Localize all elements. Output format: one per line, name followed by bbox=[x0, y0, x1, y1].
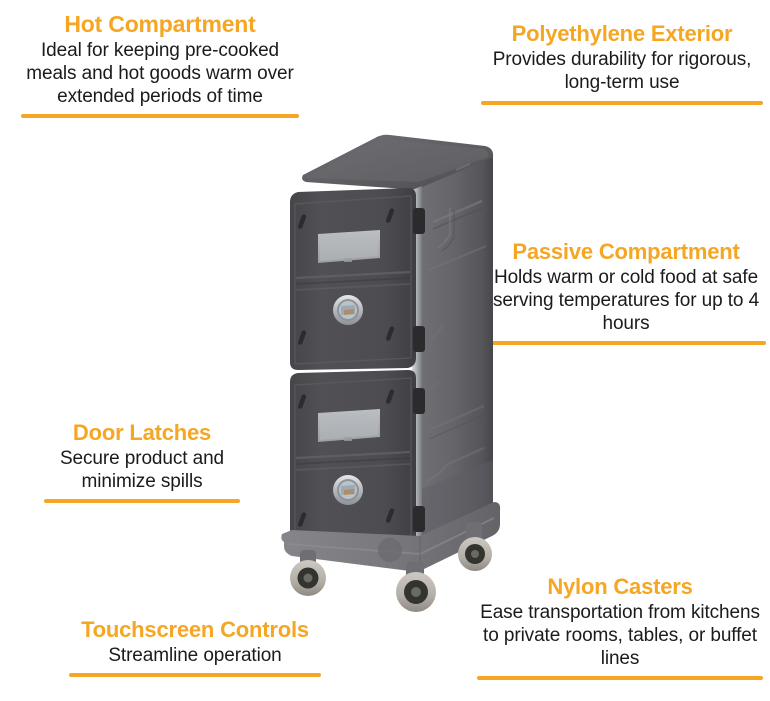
callout-title: Polyethylene Exterior bbox=[511, 21, 733, 46]
caster-rear-left bbox=[378, 538, 402, 562]
lower-compartment-door[interactable] bbox=[290, 370, 425, 550]
callout-body: Provides durability for rigorous, long-t… bbox=[492, 48, 752, 93]
callout-underline bbox=[69, 672, 321, 677]
caster-front-right bbox=[396, 562, 436, 612]
lower-door-latch[interactable] bbox=[333, 475, 363, 505]
callout-underline bbox=[477, 676, 763, 681]
callout-underline bbox=[21, 114, 299, 119]
callout-underline bbox=[486, 341, 766, 346]
callout-title: Passive Compartment bbox=[512, 239, 740, 264]
door-vent-slots bbox=[298, 208, 395, 345]
product-image-food-transport-cart bbox=[270, 130, 520, 620]
cart-top-lid bbox=[302, 134, 494, 190]
callout-body: Holds warm or cold food at safe serving … bbox=[492, 266, 760, 334]
hinge-block bbox=[413, 506, 425, 532]
upper-compartment-door[interactable] bbox=[290, 188, 425, 370]
cart-side-panel bbox=[420, 157, 493, 545]
callout-body: Ease transportation from kitchens to pri… bbox=[480, 601, 760, 669]
hinge-block bbox=[413, 326, 425, 352]
caster-rear-right bbox=[458, 522, 492, 571]
lower-door-label-holder bbox=[318, 409, 380, 442]
callout-underline bbox=[44, 498, 240, 503]
callout-title: Nylon Casters bbox=[547, 574, 693, 599]
callout-title: Hot Compartment bbox=[64, 11, 256, 37]
callout-polyethylene-exterior: Polyethylene Exterior Provides durabilit… bbox=[478, 21, 766, 105]
callout-touchscreen-controls: Touchscreen Controls Streamline operatio… bbox=[54, 617, 336, 677]
callout-passive-compartment: Passive Compartment Holds warm or cold f… bbox=[484, 239, 768, 346]
callout-door-latches: Door Latches Secure product and minimize… bbox=[22, 420, 262, 503]
upper-door-latch[interactable] bbox=[333, 295, 363, 325]
callout-body: Streamline operation bbox=[108, 644, 282, 666]
callout-body: Ideal for keeping pre-cooked meals and h… bbox=[26, 39, 294, 108]
hinge-block bbox=[413, 208, 425, 234]
upper-door-label-holder bbox=[318, 230, 380, 263]
door-vent-slots bbox=[298, 389, 395, 527]
callout-underline bbox=[481, 100, 763, 105]
callout-nylon-casters: Nylon Casters Ease transportation from k… bbox=[474, 574, 766, 681]
callout-hot-compartment: Hot Compartment Ideal for keeping pre-co… bbox=[14, 11, 306, 119]
callout-title: Touchscreen Controls bbox=[81, 617, 309, 642]
caster-front-left bbox=[290, 550, 326, 596]
hinge-block bbox=[413, 388, 425, 414]
callout-title: Door Latches bbox=[72, 420, 212, 445]
callout-body: Secure product and minimize spills bbox=[59, 447, 225, 492]
